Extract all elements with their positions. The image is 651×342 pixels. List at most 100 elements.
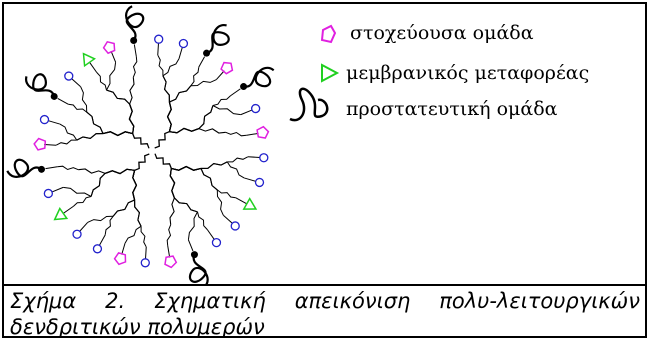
dendron-branch: [80, 86, 88, 113]
dendron-branch: [112, 199, 135, 217]
dendron-branch: [162, 75, 170, 103]
dendron-branch: [86, 111, 104, 134]
target-group-pentagon-icon: [164, 255, 178, 269]
dendron-branch: [162, 75, 170, 103]
dendron-branch: [187, 211, 198, 240]
end-linker: [246, 132, 259, 136]
end-linker: [157, 43, 159, 56]
end-linker: [121, 243, 126, 255]
end-linker: [133, 44, 137, 57]
end-group-circle-icon: [140, 258, 150, 268]
dendron-branch: [227, 156, 249, 163]
dendron-branch: [134, 199, 142, 227]
dendron-branch: [132, 170, 138, 201]
dendron-branch: [78, 168, 106, 174]
legend-label-target-group: στοχεύουσα ομάδα: [350, 22, 534, 44]
end-group-circle-icon: [254, 177, 265, 188]
target-group-pentagon-icon: [33, 137, 47, 151]
dendron-branch: [190, 79, 217, 87]
end-group-circle-icon: [72, 229, 82, 239]
end-group-circle-icon: [178, 38, 189, 49]
protective-group-squiggle: [243, 66, 275, 88]
legend-label-membrane-carrier: μεμβρανικός μεταφορέας: [346, 62, 590, 84]
figure-caption: Σχήμα 2. Σχηματική απεικόνιση πολυ-λειτο…: [10, 289, 640, 338]
end-group-circle-icon: [154, 34, 164, 44]
protective-group-squiggle: [188, 254, 209, 284]
squiggle-icon: [289, 87, 329, 122]
end-group-circle-icon: [230, 221, 240, 231]
dendron-branch: [106, 89, 130, 105]
dendron-branch: [212, 105, 241, 116]
dendron-branch: [169, 85, 192, 103]
protective-group-squiggle: [6, 158, 43, 178]
end-linker: [48, 120, 60, 125]
core-branch: [154, 153, 172, 169]
dendron-branch: [102, 131, 133, 137]
end-group-circle-icon: [250, 103, 261, 114]
pentagon-icon: [320, 24, 337, 44]
membrane-carrier-triangle-icon: [242, 197, 258, 210]
end-linker: [145, 246, 147, 259]
end-linker: [240, 109, 253, 116]
end-linker: [98, 234, 106, 246]
dendron-branch: [129, 77, 135, 105]
dendrimer-structure: [6, 5, 275, 284]
protective-group-squiggle: [206, 24, 230, 55]
dendron-branch: [63, 186, 92, 197]
end-group-circle-icon: [259, 153, 269, 163]
dendron-branch: [128, 103, 135, 134]
dendron-branch: [86, 111, 104, 134]
end-linker: [79, 221, 89, 232]
dendron-branch: [169, 127, 200, 134]
dendron-branch: [169, 85, 192, 103]
dendron-branch: [55, 139, 77, 146]
end-linker: [63, 205, 74, 214]
end-linker: [187, 239, 194, 252]
protective-group-squiggle: [125, 5, 145, 42]
end-group-circle-icon: [64, 71, 74, 81]
end-linker: [230, 88, 241, 97]
end-linker: [206, 229, 215, 240]
dendron-branch: [174, 197, 198, 213]
core-branch: [134, 153, 150, 171]
dendron-branch: [132, 56, 138, 78]
dendron-branch: [134, 199, 142, 227]
target-group-pentagon-icon: [113, 252, 127, 266]
dendron-branch: [96, 72, 107, 91]
dendron-branch: [200, 161, 228, 169]
dendrimer-diagram: [6, 5, 340, 284]
dendron-branch: [90, 173, 106, 197]
legend-label-protective-group: προστατευτική ομάδα: [346, 98, 558, 120]
dendron-branch: [166, 224, 172, 246]
end-linker: [244, 177, 256, 182]
end-linker: [44, 144, 57, 146]
dendron-branch: [171, 165, 202, 171]
dendron-branch: [198, 105, 214, 129]
dendron-branch: [200, 161, 228, 169]
dendron-branch: [76, 133, 104, 141]
dendron-branch: [200, 168, 218, 191]
membrane-carrier-triangle-icon: [82, 52, 96, 68]
end-group-circle-icon: [39, 114, 50, 125]
dendron-branch: [216, 189, 224, 216]
dendron-branch: [226, 161, 245, 179]
dendron-branch: [200, 168, 218, 191]
end-linker: [178, 47, 183, 59]
dendron-branch: [124, 225, 142, 244]
dendron-branch: [87, 215, 114, 223]
target-group-pentagon-icon: [256, 125, 270, 139]
end-linker: [45, 166, 58, 170]
target-group-pentagon-icon: [220, 61, 234, 75]
end-linker: [215, 70, 225, 81]
core-branch: [154, 131, 170, 149]
dendron-branch: [73, 196, 92, 207]
dendron-branch: [140, 226, 147, 248]
end-linker: [89, 62, 98, 73]
dendron-branch: [157, 54, 164, 76]
dendron-branch: [90, 173, 106, 197]
dendron-branch: [169, 168, 176, 199]
end-linker: [235, 197, 247, 205]
dendron-branch: [57, 165, 79, 171]
triangle-icon: [321, 63, 340, 83]
dendron-branch: [104, 168, 135, 175]
